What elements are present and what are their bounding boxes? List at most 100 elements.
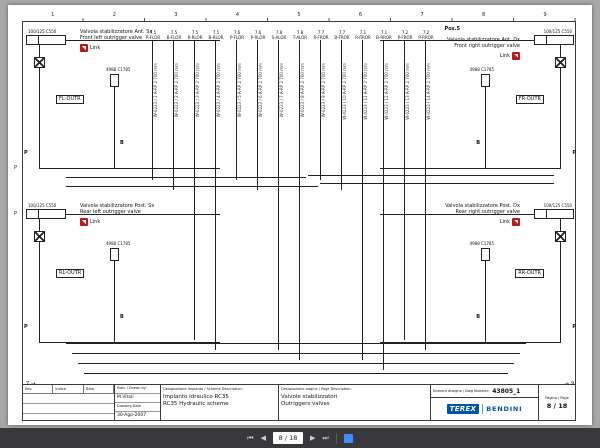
dwg-number-section: Numero disegno / Dwg Number: 43805_1 TER… [431, 385, 539, 420]
wire-cable-label: W-0223 / 12 A-RP 2 700 mm [384, 63, 389, 120]
drawn-by-value: M.Vitali [115, 394, 160, 403]
link-icon[interactable] [512, 218, 520, 226]
wire-line [404, 40, 405, 340]
prev-page-button[interactable]: ◀ [260, 434, 266, 442]
page-description-label: Designazione pagina / Page Description: [281, 387, 352, 391]
wire-cable-label: W-0223 / 9 A-RP 2 700 mm [321, 63, 326, 118]
drawn-by-section: Elab. / Drawn by: M.Vitali Drawing Date … [115, 385, 161, 420]
page-number-label: Pagina / Page [545, 395, 569, 400]
bus-line [84, 373, 508, 374]
cylinder-label: 100/125 C550 [28, 203, 57, 208]
wire-line [173, 40, 174, 190]
edge-marker-p: P [14, 211, 18, 217]
zone-number: 2 [112, 12, 116, 18]
revision-header-cell: Rev. [23, 385, 54, 393]
wire-line [278, 40, 279, 350]
connection-line [560, 242, 561, 342]
bus-line [308, 175, 554, 176]
edge-marker-p: P [14, 165, 18, 171]
zone-number: 5 [297, 12, 301, 18]
revision-header-cell: Data [84, 385, 114, 393]
wire-cable-label: W-0223 / 10 A-RP 2 700 mm [342, 63, 347, 120]
pdf-link[interactable]: Link [80, 44, 100, 52]
bus-line [66, 186, 318, 187]
cylinder-symbol [26, 35, 66, 45]
wire-cable-label: W-0223 / 6 A-RP 2 700 mm [258, 63, 263, 118]
wire-cable-label: W-0223 / 5 A-RP 2 700 mm [237, 63, 242, 118]
wire-line [320, 40, 321, 180]
revision-row [23, 404, 114, 414]
connection-line [485, 261, 486, 342]
connection-line [39, 68, 40, 168]
fold-arrow-icon: → [31, 381, 36, 387]
revision-row [23, 414, 114, 423]
connection-line [380, 342, 561, 343]
zone-number: 4 [235, 12, 239, 18]
fit-page-icon[interactable] [343, 433, 353, 443]
component-symbol [110, 74, 119, 87]
cylinder-symbol [534, 209, 574, 219]
link-icon[interactable] [80, 218, 88, 226]
port-label: P [572, 150, 576, 156]
component-label: 4988 C1785 [106, 241, 131, 246]
connection-line [380, 40, 534, 41]
page-number-input[interactable]: 8 / 18 [273, 432, 303, 444]
cylinder-symbol [534, 35, 574, 45]
port-label: B [120, 140, 124, 146]
wire-cable-label: W-0223 / 2 A-RP 2 700 mm [174, 63, 179, 118]
wire-line [425, 40, 426, 350]
zone-ticks [22, 18, 576, 21]
wire-cable-label: W-0223 / 13 A-RP 2 700 mm [405, 63, 410, 120]
toolbar-separator [335, 432, 337, 444]
last-page-button[interactable]: ⏭ [322, 434, 329, 442]
link-label: Link [499, 53, 510, 59]
pdf-link[interactable]: Link [500, 218, 520, 226]
link-label: Link [499, 219, 510, 225]
pdf-link[interactable]: Link [500, 52, 520, 60]
brand-logo: TEREX BENDINI [431, 398, 538, 420]
valve-tag: FR-OUTR [515, 95, 544, 104]
valve-symbol [555, 57, 566, 68]
scheme-description-section: Designazione Impianto / Scheme Descripti… [161, 385, 279, 420]
first-page-button[interactable]: ⏮ [247, 434, 254, 442]
connection-line [380, 168, 561, 169]
port-label: P [24, 324, 28, 330]
port-label: B [476, 140, 480, 146]
link-label: Link [90, 45, 101, 51]
bus-line [66, 177, 306, 178]
wire-line [362, 40, 363, 360]
revision-header-cell: Indice [53, 385, 84, 393]
wire-line [341, 40, 342, 190]
component-label: 4988 C1785 [469, 241, 494, 246]
connection-line [39, 168, 220, 169]
next-page-button[interactable]: ▶ [310, 434, 316, 442]
valve-tag: FL-OUTR [56, 95, 84, 104]
component-label: 4988 C1785 [469, 67, 494, 72]
link-icon[interactable] [512, 52, 520, 60]
port-label: P [24, 150, 28, 156]
drawn-by-label: Elab. / Drawn by: [115, 385, 160, 394]
drawing-date-value: 30-Ago-2007 [117, 413, 147, 418]
wire-line [236, 40, 237, 180]
valve-symbol [34, 57, 45, 68]
link-icon[interactable] [80, 44, 88, 52]
bus-line [78, 363, 514, 364]
connection-line [560, 68, 561, 168]
page-description-it: Valvole stabilizzatori [281, 394, 338, 400]
pdf-link[interactable]: Link [80, 218, 100, 226]
